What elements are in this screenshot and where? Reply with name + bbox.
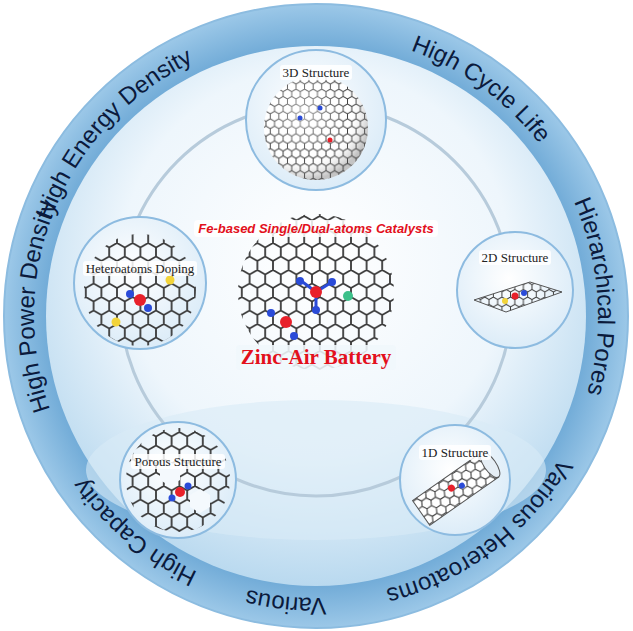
structure-circle: 1D Structure [400,425,510,535]
ring-label: Various Heteroatoms [384,455,578,610]
catalyst-title: Fe-based Single/Dual-atoms Catalysts [194,220,438,237]
structure-title: 1D Structure [419,445,492,460]
structure-title: Porous Structure [131,454,224,469]
structure-circle: Heteroatoms Doping [74,217,206,349]
ring-label: High Capacity [67,474,200,592]
ring-label: High Cycle Life [409,30,557,147]
central-catalyst: Fe-based Single/Dual-atoms CatalystsZinc… [191,214,441,374]
ring-label: High Power Density [12,195,62,416]
structure-circle: 3D Structure [246,50,386,190]
ring-label: High Energy Density [30,42,196,222]
battery-title: Zinc-Air Battery [236,345,397,370]
ring-label: Hierarchical Pores [569,193,620,399]
ring-label: Various [242,585,326,620]
structure-circle: 2D Structure [457,232,573,348]
structure-title: 2D Structure [479,250,552,265]
structure-title: 3D Structure [280,65,353,80]
structure-circle: Porous Structure [120,422,236,538]
structure-title: Heteroatoms Doping [83,261,198,276]
